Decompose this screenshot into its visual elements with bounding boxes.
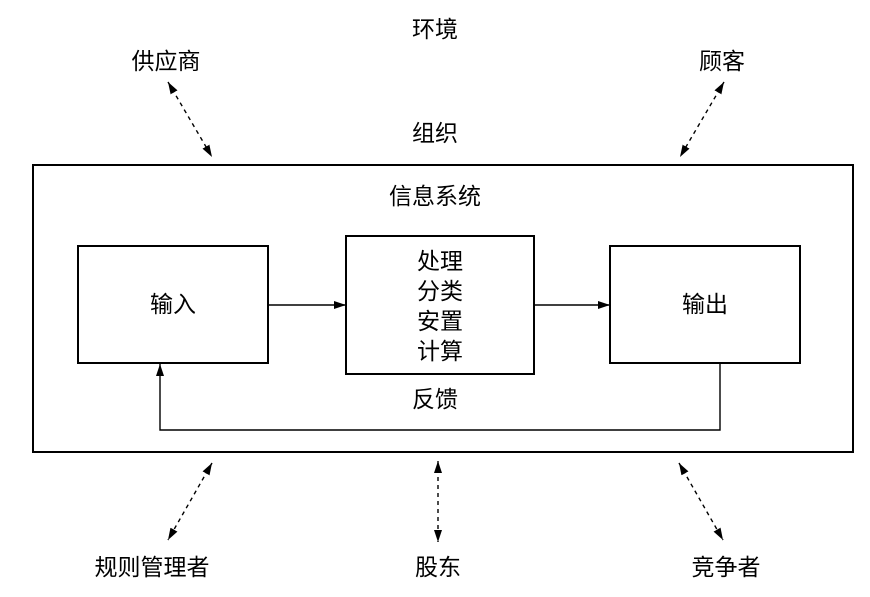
- organization-box: [32, 164, 854, 453]
- feedback-arrow: [156, 363, 721, 431]
- environment-label: 环境: [412, 17, 458, 43]
- output-label: 输出: [682, 292, 728, 318]
- processing-step: 分类: [417, 279, 463, 305]
- information-system-label: 信息系统: [389, 184, 481, 210]
- processing-step: 安置: [417, 309, 463, 335]
- input-label: 输入: [150, 292, 196, 318]
- suppliers-arrow: [167, 81, 213, 158]
- competitors-label: 竞争者: [692, 555, 761, 581]
- organization-label: 组织: [412, 121, 458, 147]
- suppliers-label: 供应商: [132, 49, 201, 75]
- competitors-arrow: [678, 462, 724, 541]
- regulators-label: 规则管理者: [95, 555, 210, 581]
- shareholders-label: 股东: [415, 555, 461, 581]
- customers-arrow: [679, 81, 725, 158]
- processing-step: 计算: [417, 339, 463, 365]
- regulators-arrow: [167, 462, 213, 541]
- processing-step: 处理: [417, 249, 463, 275]
- feedback-label: 反馈: [412, 387, 458, 413]
- customers-label: 顾客: [699, 49, 745, 75]
